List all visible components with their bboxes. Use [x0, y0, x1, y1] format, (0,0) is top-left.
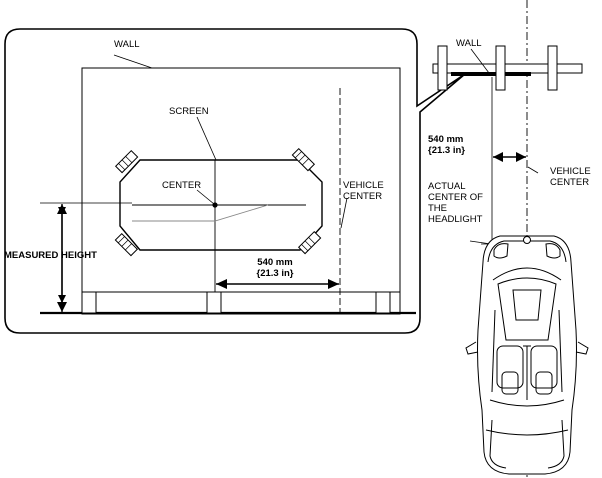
actual-center-label: ACTUAL CENTER OF THE HEADLIGHT — [428, 181, 483, 225]
wall-top-view — [432, 45, 583, 91]
screen-bracket-bottom-left — [114, 232, 139, 257]
vehicle-center-label-left: VEHICLE CENTER — [343, 180, 384, 202]
wall-label-left: WALL — [114, 39, 140, 50]
screen-label: SCREEN — [169, 106, 209, 117]
dimension-label-left: 540 mm {21.3 in} — [256, 257, 294, 279]
vehicle-center-label-right: VEHICLE CENTER — [550, 166, 591, 188]
screen-bracket-top-left — [114, 149, 139, 174]
dimension-label-right: 540 mm {21.3 in} — [428, 134, 465, 156]
wall-label-right: WALL — [456, 38, 482, 49]
vehicle-top-view — [465, 235, 589, 475]
screen-bracket-top-right — [291, 147, 316, 172]
beam-cutoff-line — [132, 204, 269, 222]
measured-height-label: MEASURED HEIGHT — [4, 250, 97, 261]
center-label: CENTER — [162, 180, 202, 191]
screen-bracket-bottom-right — [297, 230, 322, 255]
